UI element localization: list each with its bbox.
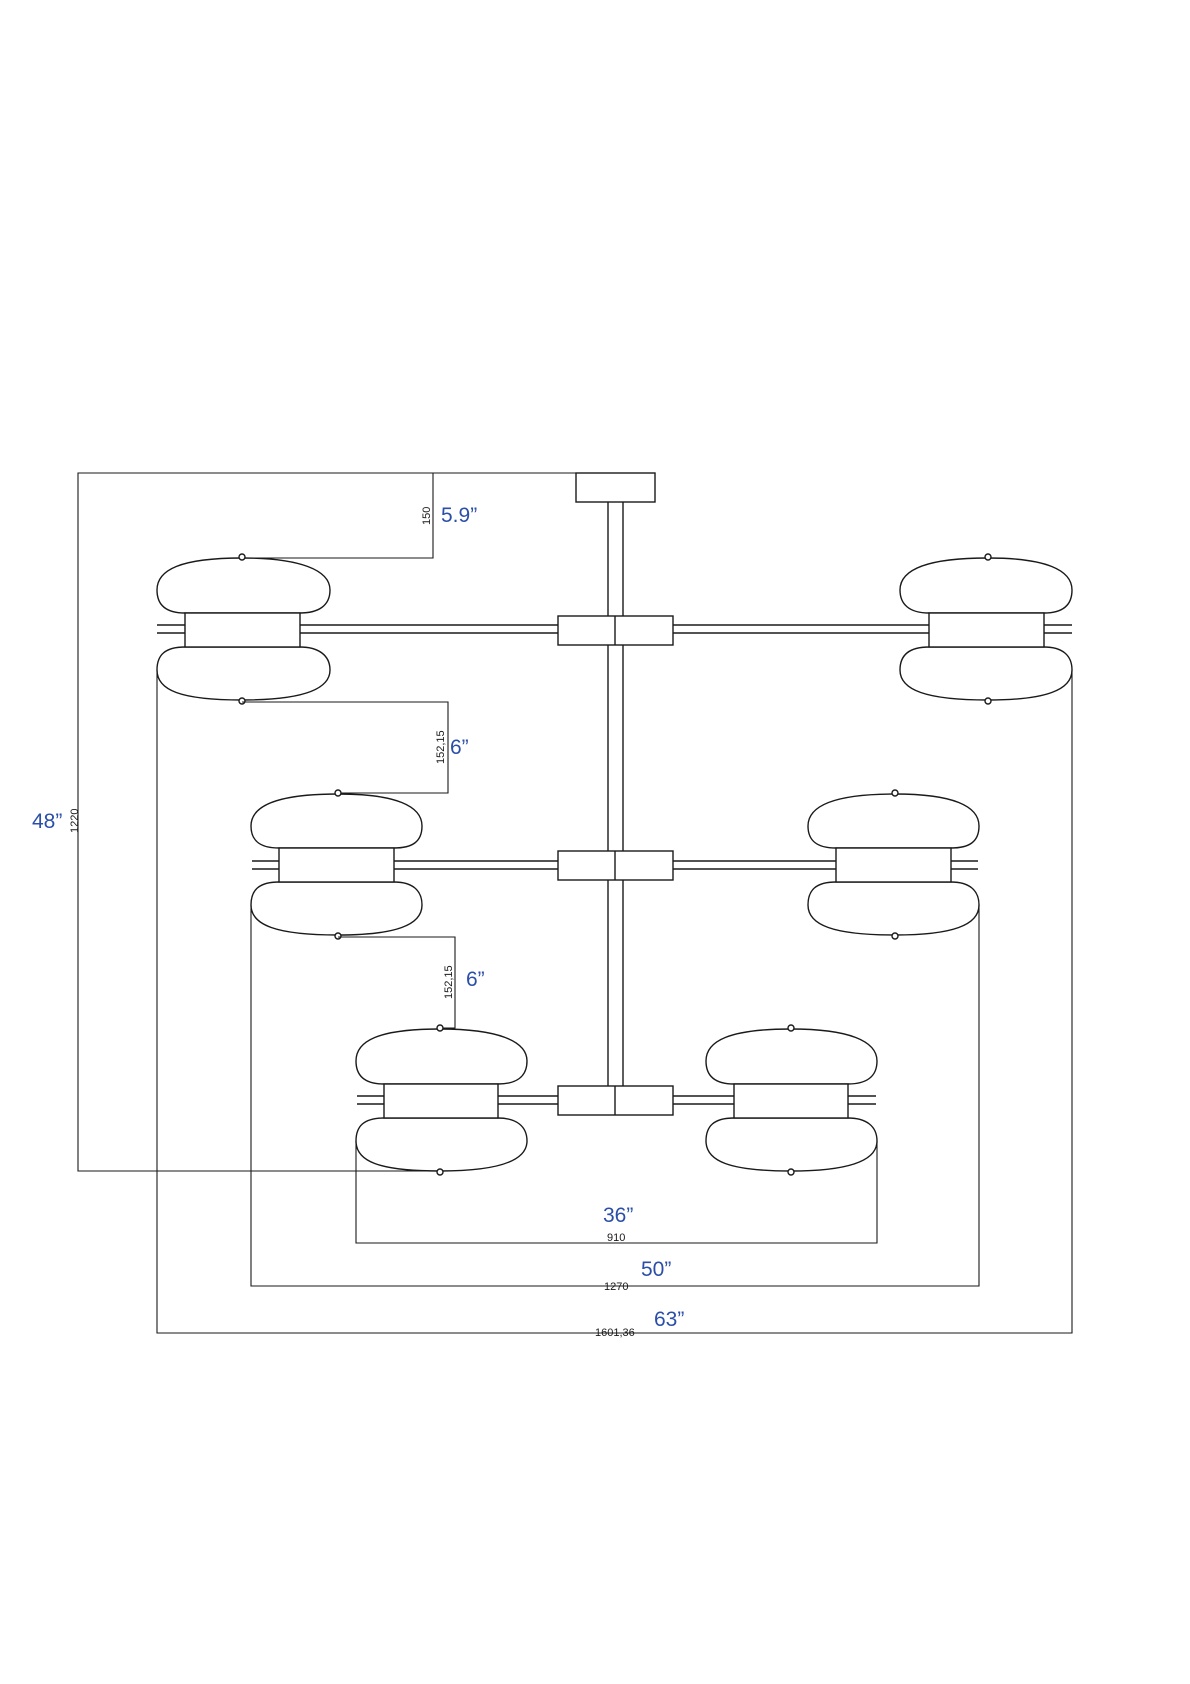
upper-gap-metric: 152,15 — [435, 730, 447, 764]
width-dimension-lines — [156, 670, 1073, 1334]
canopy — [575, 472, 656, 503]
bottom-left-lamp — [355, 1024, 528, 1176]
overall-height-metric: 1220 — [69, 809, 81, 833]
canopy-drop-metric: 150 — [421, 507, 433, 525]
overall-height-dimension — [77, 472, 655, 1172]
overall-height-imperial: 48” — [32, 810, 62, 833]
bottom-width-imperial: 36” — [603, 1204, 633, 1227]
bottom-tier — [355, 1024, 878, 1176]
canopy-drop-imperial: 5.9” — [441, 504, 477, 527]
central-stem — [605, 502, 626, 1112]
middle-tier — [250, 789, 980, 940]
middle-left-lamp — [250, 789, 423, 940]
upper-gap-imperial: 6” — [450, 736, 469, 759]
lower-tier-gap-dimension — [338, 936, 456, 1029]
canopy-drop-dimension — [242, 473, 434, 559]
bottom-width-metric: 910 — [607, 1232, 625, 1244]
top-width-metric: 1601,36 — [595, 1327, 635, 1339]
top-right-lamp — [899, 553, 1073, 705]
middle-width-imperial: 50” — [641, 1258, 671, 1281]
top-left-lamp — [156, 553, 331, 705]
top-tier — [156, 553, 1073, 705]
bottom-right-lamp — [705, 1024, 878, 1176]
top-width-imperial: 63” — [654, 1308, 684, 1331]
upper-tier-gap-dimension — [242, 701, 449, 794]
middle-width-metric: 1270 — [604, 1281, 628, 1293]
lower-gap-metric: 152,15 — [443, 965, 455, 999]
lower-gap-imperial: 6” — [466, 968, 485, 991]
middle-right-lamp — [807, 789, 980, 940]
